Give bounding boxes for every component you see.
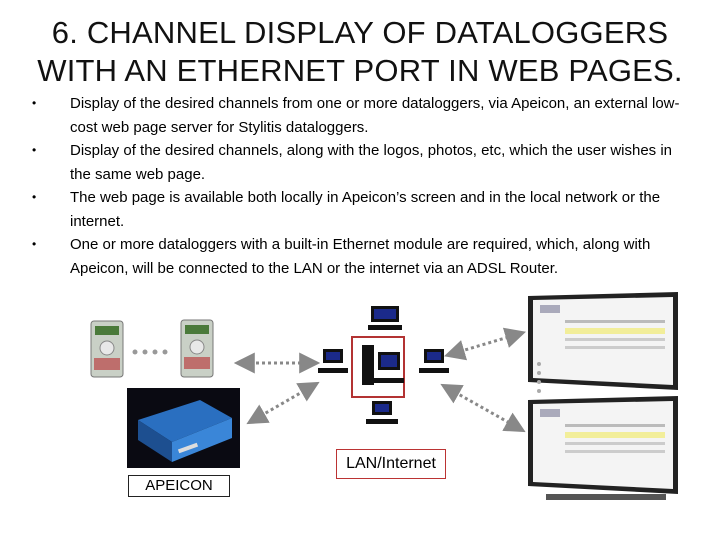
arrow-apeicon-lan: [246, 381, 320, 425]
monitor-1-icon: [528, 292, 678, 390]
bullet-text: One or more dataloggers with a built-in …: [70, 236, 651, 277]
bullet-dot: •: [32, 143, 37, 157]
bullet-dot: •: [32, 190, 37, 204]
bullet-list: • Display of the desired channels from o…: [30, 92, 690, 280]
datalogger-1-icon: [90, 320, 124, 378]
computer-left-icon: [318, 349, 348, 373]
bullet-dot: •: [32, 96, 37, 110]
vertical-ellipsis-icon: [537, 362, 541, 393]
bullet-item: • One or more dataloggers with a built-i…: [30, 233, 690, 280]
bullet-text: The web page is available both locally i…: [70, 189, 661, 230]
central-computer-icon: [362, 345, 404, 385]
apeicon-device-icon: [127, 388, 240, 468]
bullet-item: • The web page is available both locally…: [30, 186, 690, 233]
arrow-lan-monitor-1: [443, 327, 527, 361]
lan-internet-label: LAN/Internet: [336, 449, 446, 479]
computer-right-icon: [419, 349, 449, 373]
bullet-text: Display of the desired channels from one…: [70, 95, 680, 136]
monitor-2-icon: [528, 396, 678, 500]
computer-top-icon: [368, 306, 402, 330]
bullet-dot: •: [32, 237, 37, 251]
apeicon-label: APEICON: [128, 475, 230, 497]
arrow-lan-monitor-2: [440, 383, 526, 433]
datalogger-2-icon: [180, 319, 214, 378]
bullet-text: Display of the desired channels, along w…: [70, 142, 673, 183]
computer-bottom-icon: [366, 401, 398, 424]
bullet-item: • Display of the desired channels from o…: [30, 92, 690, 139]
bullet-item: • Display of the desired channels, along…: [30, 139, 690, 186]
title-line-1: 6. CHANNEL DISPLAY OF DATALOGGERS: [51, 15, 669, 50]
slide-title: 6. CHANNEL DISPLAY OF DATALOGGERS WITH A…: [0, 14, 720, 90]
title-line-2: WITH AN ETHERNET PORT IN WEB PAGES.: [37, 53, 683, 88]
ellipsis-dots-icon: [132, 349, 168, 355]
